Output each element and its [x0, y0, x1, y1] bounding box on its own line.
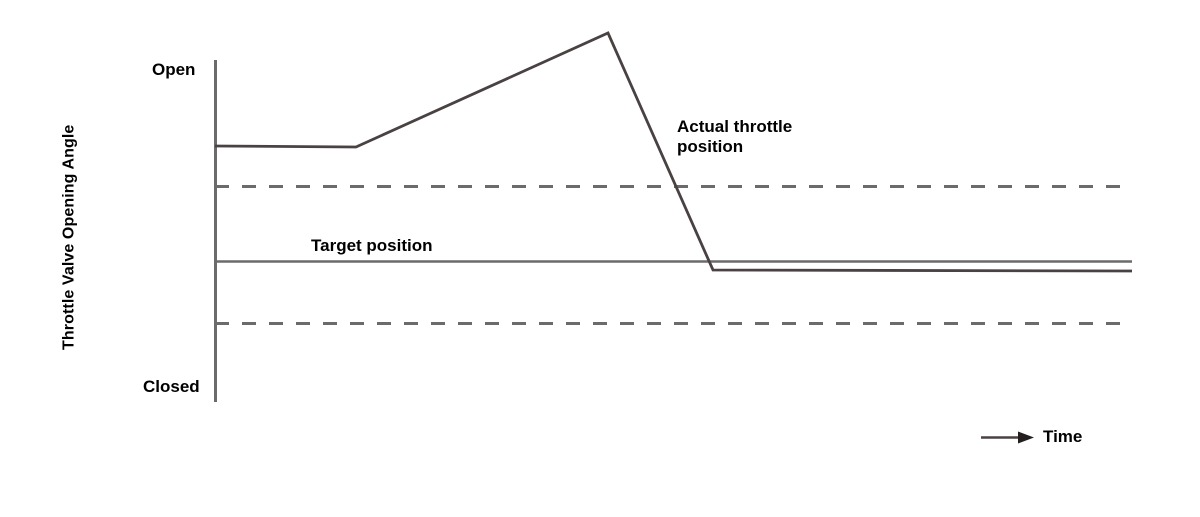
actual-label-line-1: Actual throttle — [677, 117, 793, 136]
time-axis-arrow — [981, 431, 1034, 444]
y-axis-tick-label-open: Open — [152, 60, 196, 79]
y-axis-tick-label-closed: Closed — [143, 377, 200, 396]
actual-label-line-2: position — [677, 136, 744, 156]
y-axis-title: Throttle Valve Opening Angle — [60, 124, 78, 350]
target-position-annotation: Target position — [311, 236, 433, 255]
x-axis-label-time: Time — [1043, 427, 1083, 446]
arrow-head-icon — [1018, 431, 1034, 444]
actual-throttle-position-line — [214, 31, 1133, 273]
